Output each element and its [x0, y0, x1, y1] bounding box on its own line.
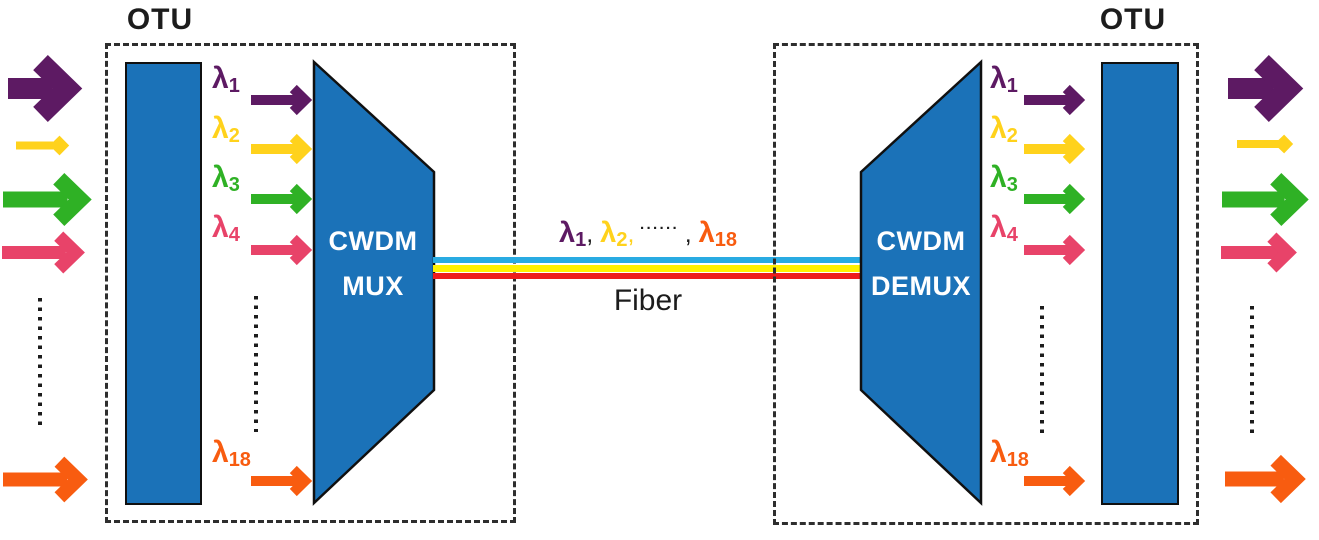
client-arrow-purple-left	[8, 51, 84, 126]
lambda-3-label-right: λ3	[990, 161, 1018, 196]
fiber-strand-cyan	[433, 257, 863, 263]
lambda-4-arrow-left	[251, 233, 313, 267]
demux-label-line1: CWDM	[876, 226, 966, 256]
lambda-2-arrow-left	[251, 132, 313, 166]
lambda-1-arrow-right	[1024, 83, 1086, 117]
demux-trapezoid	[859, 59, 983, 506]
lambda-3-arrow-right	[1024, 182, 1086, 216]
mux-trapezoid	[312, 59, 436, 506]
lambda-2-label-left: λ2	[212, 112, 240, 147]
otu-box-left	[105, 43, 516, 523]
fiber-strand-yellow	[433, 265, 863, 272]
transponder-rect-left	[125, 62, 202, 505]
ellipsis-dots-inner-right	[1040, 306, 1044, 438]
lambda-2-label-right: λ2	[990, 112, 1018, 147]
mux-label-line2: MUX	[342, 271, 404, 301]
lambda-4-label-left: λ4	[212, 211, 240, 246]
ellipsis-dots-outer-left	[38, 298, 42, 428]
otu-label-right: OTU	[1099, 3, 1167, 36]
ellipsis-dots-inner-left	[254, 296, 258, 432]
mux-label-line1: CWDM	[328, 226, 418, 256]
fiber-strand-red	[433, 273, 863, 279]
lambda-2-arrow-right	[1024, 132, 1086, 166]
client-arrow-green-left	[3, 170, 93, 229]
client-arrow-orange-right	[1225, 452, 1307, 506]
client-arrow-pink-right	[1221, 230, 1298, 275]
fiber-channels-label: λ1, λ2, ······ , λ18	[559, 217, 737, 251]
client-arrow-orange-left	[3, 454, 89, 505]
mux-label: CWDM MUX	[313, 219, 433, 309]
demux-label-line2: DEMUX	[870, 271, 971, 301]
fiber-caption: Fiber	[613, 284, 683, 317]
client-arrow-purple-right	[1228, 51, 1305, 126]
client-arrow-gold-left	[16, 134, 70, 157]
lambda-4-label-right: λ4	[990, 211, 1018, 246]
client-arrow-gold-right	[1237, 133, 1294, 155]
lambda-18-arrow-left	[251, 464, 313, 498]
lambda-3-label-left: λ3	[212, 161, 240, 196]
otu-box-right	[773, 43, 1199, 525]
lambda-1-arrow-left	[251, 83, 313, 117]
lambda-18-arrow-right	[1024, 464, 1086, 498]
lambda-1-label-left: λ1	[212, 62, 240, 97]
lambda-18-label-left: λ18	[212, 436, 251, 471]
ellipsis-dots-outer-right	[1250, 306, 1254, 438]
lambda-1-label-right: λ1	[990, 62, 1018, 97]
lambda-4-arrow-right	[1024, 233, 1086, 267]
lambda-18-label-right: λ18	[990, 436, 1029, 471]
lambda-3-arrow-left	[251, 182, 313, 216]
demux-label: CWDM DEMUX	[858, 219, 984, 309]
client-arrow-pink-left	[2, 229, 86, 276]
otu-label-left: OTU	[126, 3, 194, 36]
client-arrow-green-right	[1222, 170, 1310, 229]
transponder-rect-right	[1101, 62, 1179, 505]
